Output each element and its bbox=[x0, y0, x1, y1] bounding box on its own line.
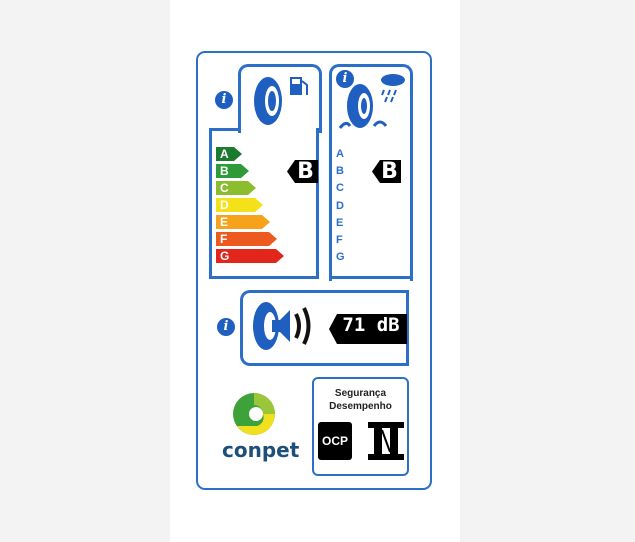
wet-grip-panel bbox=[329, 64, 413, 281]
wet-grip-class-b: B bbox=[336, 165, 344, 178]
divider bbox=[406, 290, 409, 366]
fuel-class-bar-b: B bbox=[216, 164, 249, 178]
divider bbox=[209, 128, 212, 278]
wet-grip-class-c: C bbox=[336, 182, 344, 195]
tire-label bbox=[196, 51, 432, 490]
tire-rain-icon bbox=[338, 74, 405, 129]
fuel-class-bar-c: C bbox=[216, 181, 256, 195]
fuel-class-bar-d: D bbox=[216, 198, 263, 212]
certification-text: Segurança Desempenho bbox=[314, 387, 407, 413]
noise-panel bbox=[240, 290, 409, 366]
info-icon[interactable]: i bbox=[217, 318, 235, 336]
tire-noise-icon bbox=[253, 302, 311, 350]
conpet-logo-text: conpet bbox=[222, 438, 300, 462]
wet-grip-class-f: F bbox=[336, 234, 343, 246]
fuel-class-bar-f: F bbox=[216, 232, 277, 246]
wet-grip-class-g: G bbox=[336, 251, 345, 264]
tire-fuel-icon bbox=[254, 77, 308, 125]
fuel-rating-indicator: B bbox=[287, 160, 318, 183]
certification-line2: Desempenho bbox=[329, 401, 392, 412]
noise-value: 71 dB bbox=[329, 314, 407, 344]
fuel-panel-tab bbox=[238, 64, 322, 133]
info-icon[interactable]: i bbox=[336, 70, 354, 88]
ocp-badge: OCP bbox=[318, 422, 352, 460]
divider bbox=[316, 128, 319, 278]
fuel-class-bar-a: A bbox=[216, 147, 242, 161]
divider bbox=[329, 276, 413, 279]
fuel-class-bar-g: G bbox=[216, 249, 284, 263]
wet-grip-class-e: E bbox=[336, 216, 344, 229]
inmetro-icon bbox=[368, 422, 404, 460]
conpet-logo-icon bbox=[233, 393, 275, 435]
info-icon[interactable]: i bbox=[215, 91, 233, 109]
fuel-class-bar-e: E bbox=[216, 215, 270, 229]
certification-line1: Segurança bbox=[334, 388, 387, 399]
wet-grip-class-d: D bbox=[336, 199, 344, 212]
wet-grip-class-a: A bbox=[336, 148, 344, 160]
wet-grip-rating-indicator: B bbox=[372, 160, 401, 183]
certification-box bbox=[312, 377, 409, 476]
divider bbox=[209, 128, 241, 131]
divider bbox=[209, 276, 319, 279]
